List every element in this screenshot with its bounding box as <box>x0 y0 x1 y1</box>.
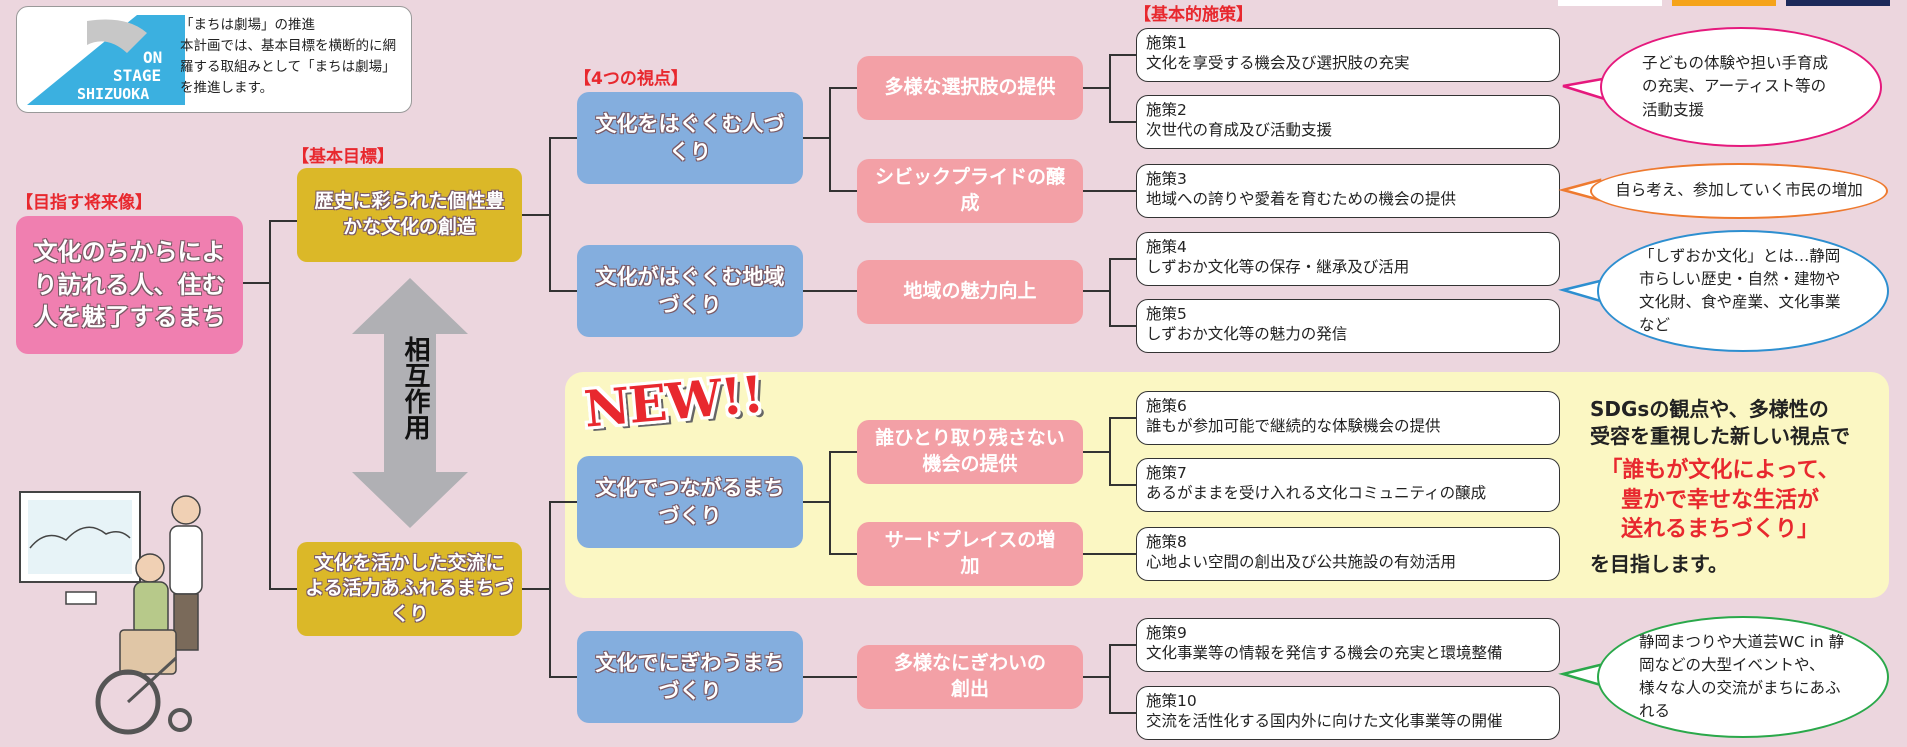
policy-text: 文化を享受する機会及び選択肢の充実 <box>1146 54 1410 73</box>
policy-number: 施策6 <box>1146 397 1187 415</box>
policy-text: 次世代の育成及び活動支援 <box>1146 121 1333 140</box>
policy-text: 誰もが参加可能で継続的な体験機会の提供 <box>1146 417 1441 436</box>
policy-box-7: 施策7 あるがままを受け入れる文化コミュニティの醸成 <box>1136 458 1560 512</box>
policy-number: 施策4 <box>1146 238 1187 256</box>
goal-box-1: 歴史に彩られた個性豊かな文化の創造 <box>297 168 522 262</box>
sdgs-line-3: を目指します。 <box>1590 552 1728 577</box>
logo-word-stage: STAGE <box>113 66 161 85</box>
view-box-4: 文化でにぎわうまちづくり <box>577 631 803 723</box>
policy-text: 地域への誇りや愛着を育むための機会の提供 <box>1146 190 1457 209</box>
sdgs-red-line-2: 豊かで幸せな生活が <box>1620 487 1819 513</box>
label-vision: 【目指す将来像】 <box>16 193 152 213</box>
label-goal: 【基本目標】 <box>292 147 394 167</box>
direction-box-4: 誰ひとり取り残さない機会の提供 <box>857 420 1083 484</box>
policy-number: 施策3 <box>1146 170 1187 188</box>
policy-box-3: 施策3 地域への誇りや愛着を育むための機会の提供 <box>1136 164 1560 218</box>
policy-number: 施策8 <box>1146 533 1187 551</box>
sdgs-red-line-1: 「誰もが文化によって、 <box>1600 458 1840 483</box>
view-box-3: 文化でつながるまちづくり <box>577 456 803 548</box>
label-views: 【4つの視点】 <box>574 69 688 89</box>
goal-box-2: 文化を活かした交流による活力あふれるまちづくり <box>297 542 522 636</box>
policy-box-5: 施策5 しずおか文化等の魅力の発信 <box>1136 299 1560 353</box>
policy-text: 文化事業等の情報を発信する機会の充実と環境整備 <box>1146 644 1503 663</box>
policy-box-9: 施策9 文化事業等の情報を発信する機会の充実と環境整備 <box>1136 618 1560 672</box>
policy-box-10: 施策10 交流を活性化する国内外に向けた文化事業等の開催 <box>1136 686 1560 740</box>
sdgs-red-line-3: 送れるまちづくり」 <box>1620 517 1819 543</box>
callout-green: 静岡まつりや大道芸WC in 静岡などの大型イベントや、様々な人の交流がまちにあ… <box>1597 616 1889 738</box>
policy-number: 施策10 <box>1146 692 1197 710</box>
logo-word-on: ON <box>143 48 162 67</box>
policy-number: 施策2 <box>1146 101 1187 119</box>
policy-text: あるがままを受け入れる文化コミュニティの醸成 <box>1146 484 1487 503</box>
tab-strip-navy <box>1786 0 1890 6</box>
callout-pink: 子どもの体験や担い手育成の充実、アーティスト等の活動支援 <box>1600 27 1882 147</box>
policy-number: 施策7 <box>1146 464 1187 482</box>
policy-text: 心地よい空間の創出及び公共施設の有効活用 <box>1146 553 1457 572</box>
policy-box-2: 施策2 次世代の育成及び活動支援 <box>1136 95 1560 149</box>
machi-wa-gekijo-logo-box: ON STAGE SHIZUOKA 「まちは劇場」の推進 本計画では、基本目標を… <box>16 6 412 113</box>
view-box-1: 文化をはぐくむ人づくり <box>577 92 803 184</box>
direction-box-3: 地域の魅力向上 <box>857 260 1083 324</box>
sdgs-statement: SDGsの観点や、多様性の 受容を重視した新しい視点で 「誰もが文化によって、 … <box>1590 396 1850 578</box>
policy-number: 施策1 <box>1146 34 1187 52</box>
policy-box-6: 施策6 誰もが参加可能で継続的な体験機会の提供 <box>1136 391 1560 445</box>
logo-title: 「まちは劇場」の推進 <box>180 17 315 33</box>
wheelchair-people-illustration <box>19 491 203 735</box>
callout-orange: 自ら考え、参加していく市民の増加 <box>1590 163 1888 219</box>
tab-strip-white <box>1558 0 1662 6</box>
direction-box-2: シビックプライドの醸成 <box>857 159 1083 223</box>
sdgs-line-2: 受容を重視した新しい視点で <box>1590 424 1850 448</box>
interaction-label: 相互作用 <box>400 336 430 440</box>
policy-box-4: 施策4 しずおか文化等の保存・継承及び活用 <box>1136 232 1560 286</box>
label-policies: 【基本的施策】 <box>1134 5 1253 25</box>
policy-box-8: 施策8 心地よい空間の創出及び公共施設の有効活用 <box>1136 527 1560 581</box>
sdgs-line-1: SDGsの観点や、多様性の <box>1590 397 1829 421</box>
logo-word-shizuoka: SHIZUOKA <box>77 85 149 103</box>
policy-box-1: 施策1 文化を享受する機会及び選択肢の充実 <box>1136 28 1560 82</box>
on-stage-shizuoka-logo: ON STAGE SHIZUOKA <box>27 15 185 105</box>
mutual-interaction-arrow <box>352 278 468 528</box>
policy-number: 施策5 <box>1146 305 1187 323</box>
policy-text: しずおか文化等の保存・継承及び活用 <box>1146 258 1410 277</box>
logo-description: 本計画では、基本目標を横断的に網羅する取組みとして「まちは劇場」を推進します。 <box>180 37 396 96</box>
tab-strip-orange <box>1672 0 1776 6</box>
policy-text: 交流を活性化する国内外に向けた文化事業等の開催 <box>1146 712 1503 731</box>
direction-box-1: 多様な選択肢の提供 <box>857 56 1083 120</box>
callout-blue: 「しずおか文化」とは…静岡市らしい歴史・自然・建物や文化財、食や産業、文化事業な… <box>1597 230 1889 352</box>
policy-text: しずおか文化等の魅力の発信 <box>1146 325 1348 344</box>
vision-box: 文化のちからにより訪れる人、住む人を魅了するまち <box>16 216 243 354</box>
direction-box-6: 多様なにぎわいの創出 <box>857 645 1083 709</box>
view-box-2: 文化がはぐくむ地域づくり <box>577 245 803 337</box>
policy-number: 施策9 <box>1146 624 1187 642</box>
direction-box-5: サードプレイスの増加 <box>857 522 1083 586</box>
